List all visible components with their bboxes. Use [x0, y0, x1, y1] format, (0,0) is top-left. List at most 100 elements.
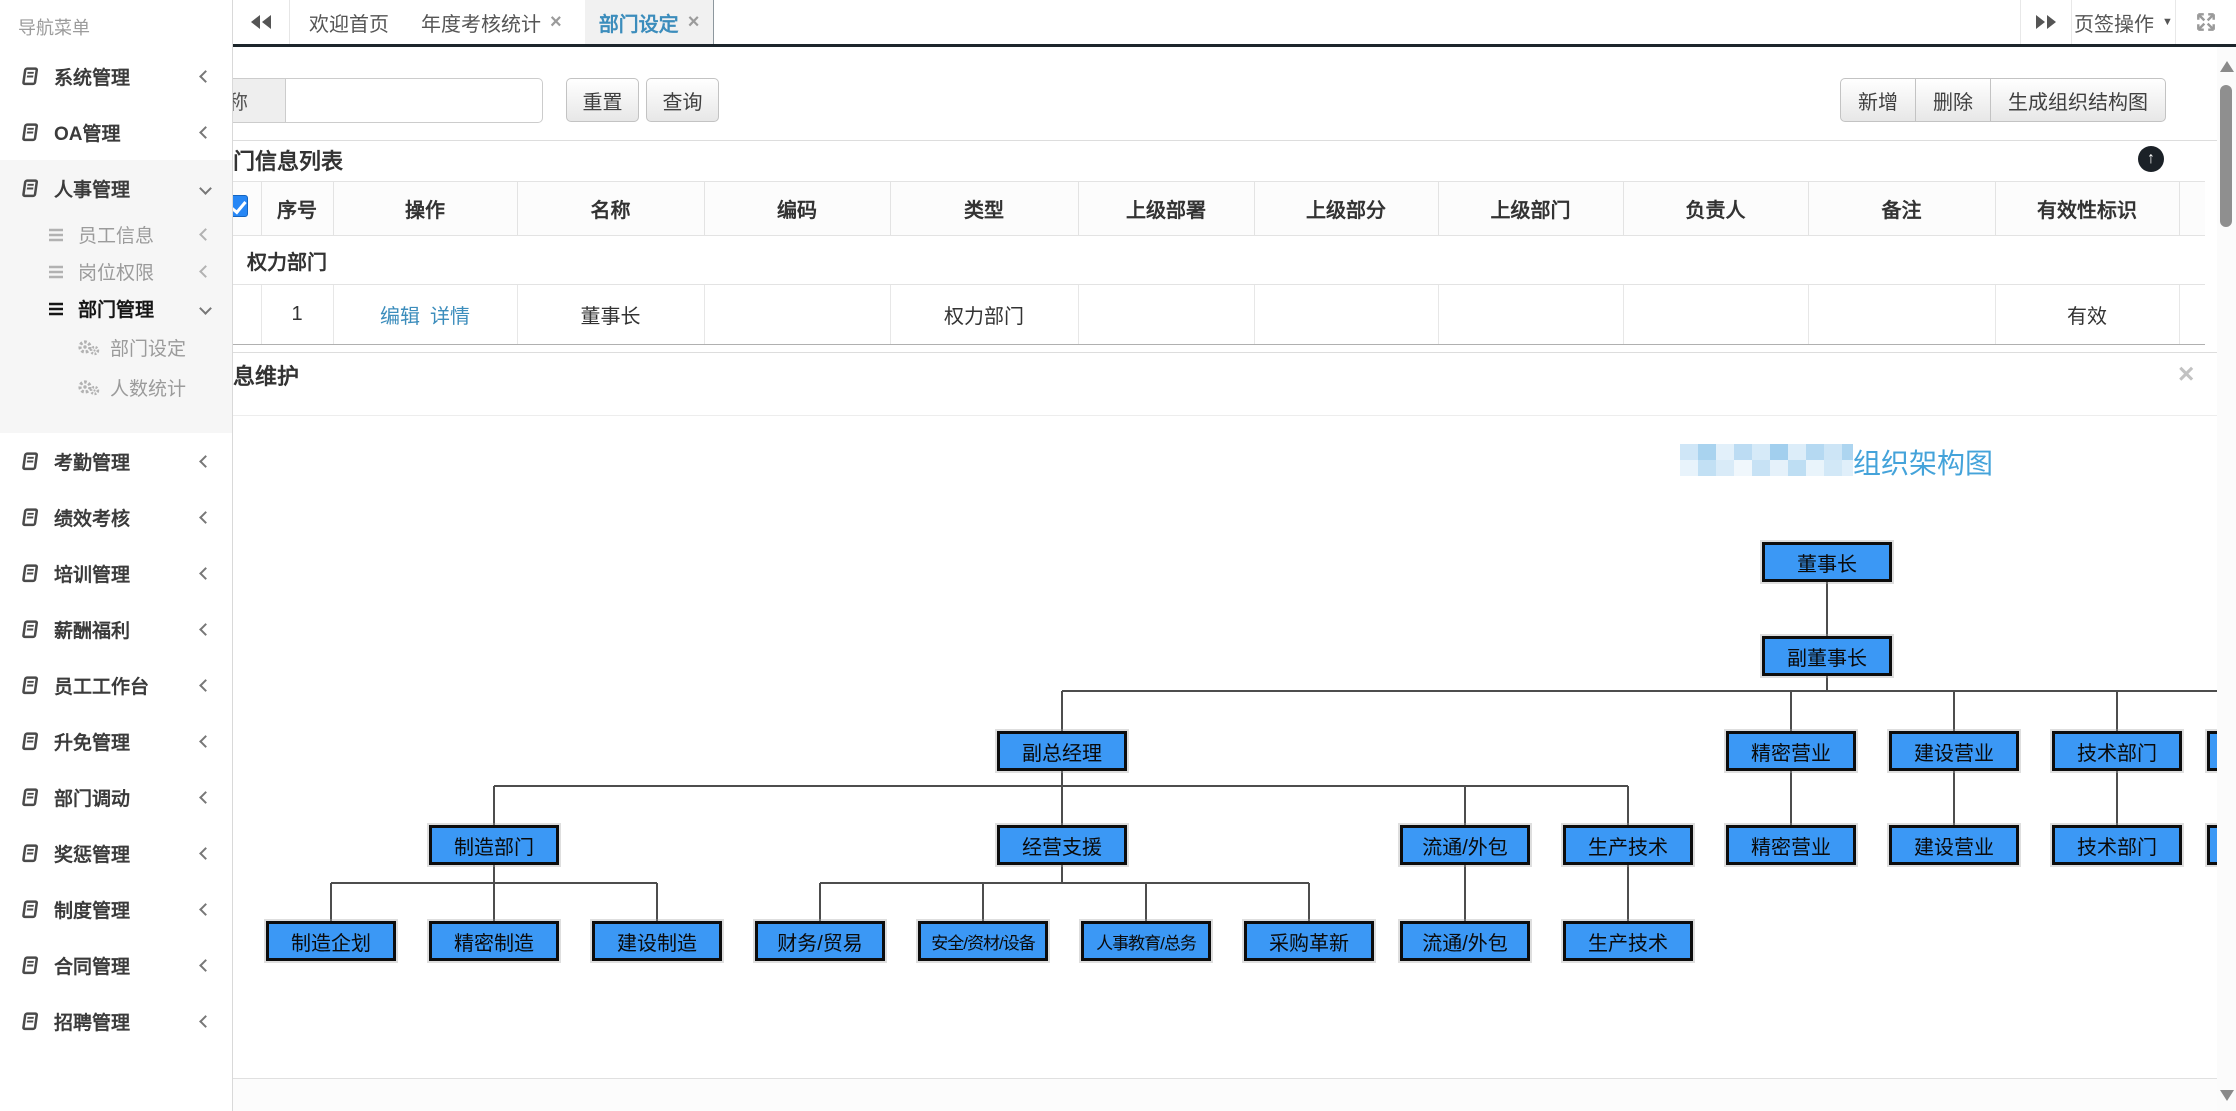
- tab-1[interactable]: 年度考核统计×: [412, 0, 571, 44]
- sidebar-item-1[interactable]: OA管理: [0, 104, 232, 160]
- chevron-left-icon: [199, 678, 212, 692]
- column-header: 有效性标识: [1995, 181, 2180, 236]
- org-node: 制造企划: [266, 921, 396, 961]
- scroll-down-arrow-icon[interactable]: [2220, 1090, 2234, 1101]
- sidebar-item-label: 奖惩管理: [54, 844, 131, 866]
- book-icon: [20, 178, 41, 199]
- sidebar-item-label: 部门调动: [54, 788, 131, 810]
- sidebar-item-12[interactable]: 员工工作台: [0, 657, 232, 713]
- sidebar-item-0[interactable]: 系统管理: [0, 48, 232, 104]
- sidebar-item-6[interactable]: 部门设定: [0, 327, 232, 367]
- cell: [1623, 284, 1809, 345]
- cell: [704, 284, 891, 345]
- org-node: [2207, 731, 2217, 771]
- sidebar-item-5[interactable]: 部门管理: [0, 290, 232, 327]
- book-icon: [20, 787, 41, 808]
- org-node: 建设营业: [1889, 731, 2019, 771]
- vertical-scrollbar[interactable]: [2217, 47, 2236, 1111]
- sidebar-item-17[interactable]: 合同管理: [0, 937, 232, 993]
- sidebar-item-10[interactable]: 培训管理: [0, 545, 232, 601]
- generate-orgchart-button[interactable]: 生成组织结构图: [1990, 78, 2166, 122]
- chevron-left-icon: [199, 734, 212, 748]
- sidebar-item-16[interactable]: 制度管理: [0, 881, 232, 937]
- cell: [1438, 284, 1624, 345]
- book-icon: [20, 899, 41, 920]
- sidebar-item-7[interactable]: 人数统计: [0, 367, 232, 407]
- sidebar-item-13[interactable]: 升免管理: [0, 713, 232, 769]
- sidebar-item-label: 人事管理: [54, 179, 131, 201]
- org-chart-canvas: 组织架构图 董事长副董事长副总经理精密营业建设营业技术部门制造部门经营支援流通/…: [266, 444, 2217, 961]
- sidebar-item-label: 升免管理: [54, 732, 131, 754]
- delete-button[interactable]: 删除: [1915, 78, 1991, 122]
- sidebar-item-label: 岗位权限: [78, 263, 155, 284]
- sidebar-item-11[interactable]: 薪酬福利: [0, 601, 232, 657]
- sidebar-item-2[interactable]: 人事管理: [0, 160, 232, 216]
- sidebar-item-18[interactable]: 招聘管理: [0, 993, 232, 1049]
- org-node: 生产技术: [1563, 825, 1693, 865]
- sidebar-item-label: 合同管理: [54, 956, 131, 978]
- cell: 董事长: [517, 284, 705, 345]
- tab-label: 部门设定: [598, 13, 679, 36]
- scroll-tabs-right-button[interactable]: [2020, 0, 2071, 44]
- sidebar-item-15[interactable]: 奖惩管理: [0, 825, 232, 881]
- scroll-tabs-left-button[interactable]: [233, 0, 290, 44]
- org-node: 制造部门: [429, 825, 559, 865]
- search-input[interactable]: [285, 78, 543, 123]
- sidebar-item-label: 员工信息: [78, 226, 155, 247]
- tab-bar: 欢迎首页年度考核统计× 部门设定 × 页签操作 ▼: [233, 0, 2236, 47]
- column-header: 上级部署: [1078, 181, 1255, 236]
- horizontal-scroll-area[interactable]: [0, 1078, 2217, 1111]
- book-icon: [20, 731, 41, 752]
- table-actions-group: 新增 删除 生成组织结构图: [1840, 78, 2166, 122]
- sidebar-item-label: 培训管理: [54, 564, 131, 586]
- close-panel-icon[interactable]: ×: [2178, 358, 2195, 389]
- tab-operations-dropdown[interactable]: 页签操作 ▼: [2071, 0, 2175, 44]
- sidebar-item-14[interactable]: 部门调动: [0, 769, 232, 825]
- chevron-left-icon: [199, 902, 212, 916]
- reset-button[interactable]: 重置: [566, 78, 639, 122]
- org-node: 人事教育/总务: [1081, 921, 1211, 961]
- cell: 权力部门: [890, 284, 1079, 345]
- query-button[interactable]: 查询: [646, 78, 719, 122]
- org-node: 精密营业: [1726, 731, 1856, 771]
- tab-close-icon[interactable]: ×: [687, 11, 700, 33]
- sidebar-item-9[interactable]: 绩效考核: [0, 489, 232, 545]
- add-button[interactable]: 新增: [1840, 78, 1916, 122]
- org-chart-edges: [330, 582, 2217, 921]
- chevron-left-icon: [199, 265, 212, 278]
- sidebar-item-4[interactable]: 岗位权限: [0, 253, 232, 290]
- collapse-panel-icon[interactable]: ↑: [2138, 146, 2164, 172]
- double-chevron-right-icon: [2036, 15, 2045, 29]
- chevron-down-icon: ▼: [2162, 16, 2173, 28]
- chevron-left-icon: [199, 69, 212, 83]
- column-header: 备注: [1808, 181, 1996, 236]
- book-icon: [20, 66, 41, 87]
- sidebar-item-3[interactable]: 员工信息: [0, 216, 232, 253]
- scroll-up-arrow-icon[interactable]: [2220, 61, 2234, 72]
- tab-bar-controls: 页签操作 ▼: [2020, 0, 2236, 44]
- column-header: 操作: [333, 181, 518, 236]
- scrollbar-thumb[interactable]: [2220, 85, 2232, 227]
- edit-link[interactable]: 编辑: [380, 306, 420, 328]
- panel-heading-divider: [0, 415, 2217, 416]
- cell-seq: 1: [261, 284, 334, 345]
- detail-link[interactable]: 详情: [430, 306, 470, 328]
- chevron-left-icon: [199, 622, 212, 636]
- book-icon: [20, 619, 41, 640]
- org-node: 流通/外包: [1400, 825, 1530, 865]
- cell: [1808, 284, 1996, 345]
- column-header: 上级部门: [1438, 181, 1624, 236]
- tab-2[interactable]: 部门设定 ×: [584, 0, 715, 44]
- tab-close-icon[interactable]: ×: [550, 11, 562, 33]
- sidebar-item-8[interactable]: 考勤管理: [0, 433, 232, 489]
- column-header: 名称: [517, 181, 705, 236]
- org-node: 经营支援: [997, 825, 1127, 865]
- sidebar-item-label: 招聘管理: [54, 1012, 131, 1034]
- sidebar-item-label: 薪酬福利: [54, 620, 131, 642]
- column-header: 上级部分: [1254, 181, 1439, 236]
- tab-0[interactable]: 欢迎首页: [300, 0, 398, 44]
- column-header: 序号: [261, 181, 334, 236]
- fullscreen-toggle-button[interactable]: [2175, 0, 2236, 44]
